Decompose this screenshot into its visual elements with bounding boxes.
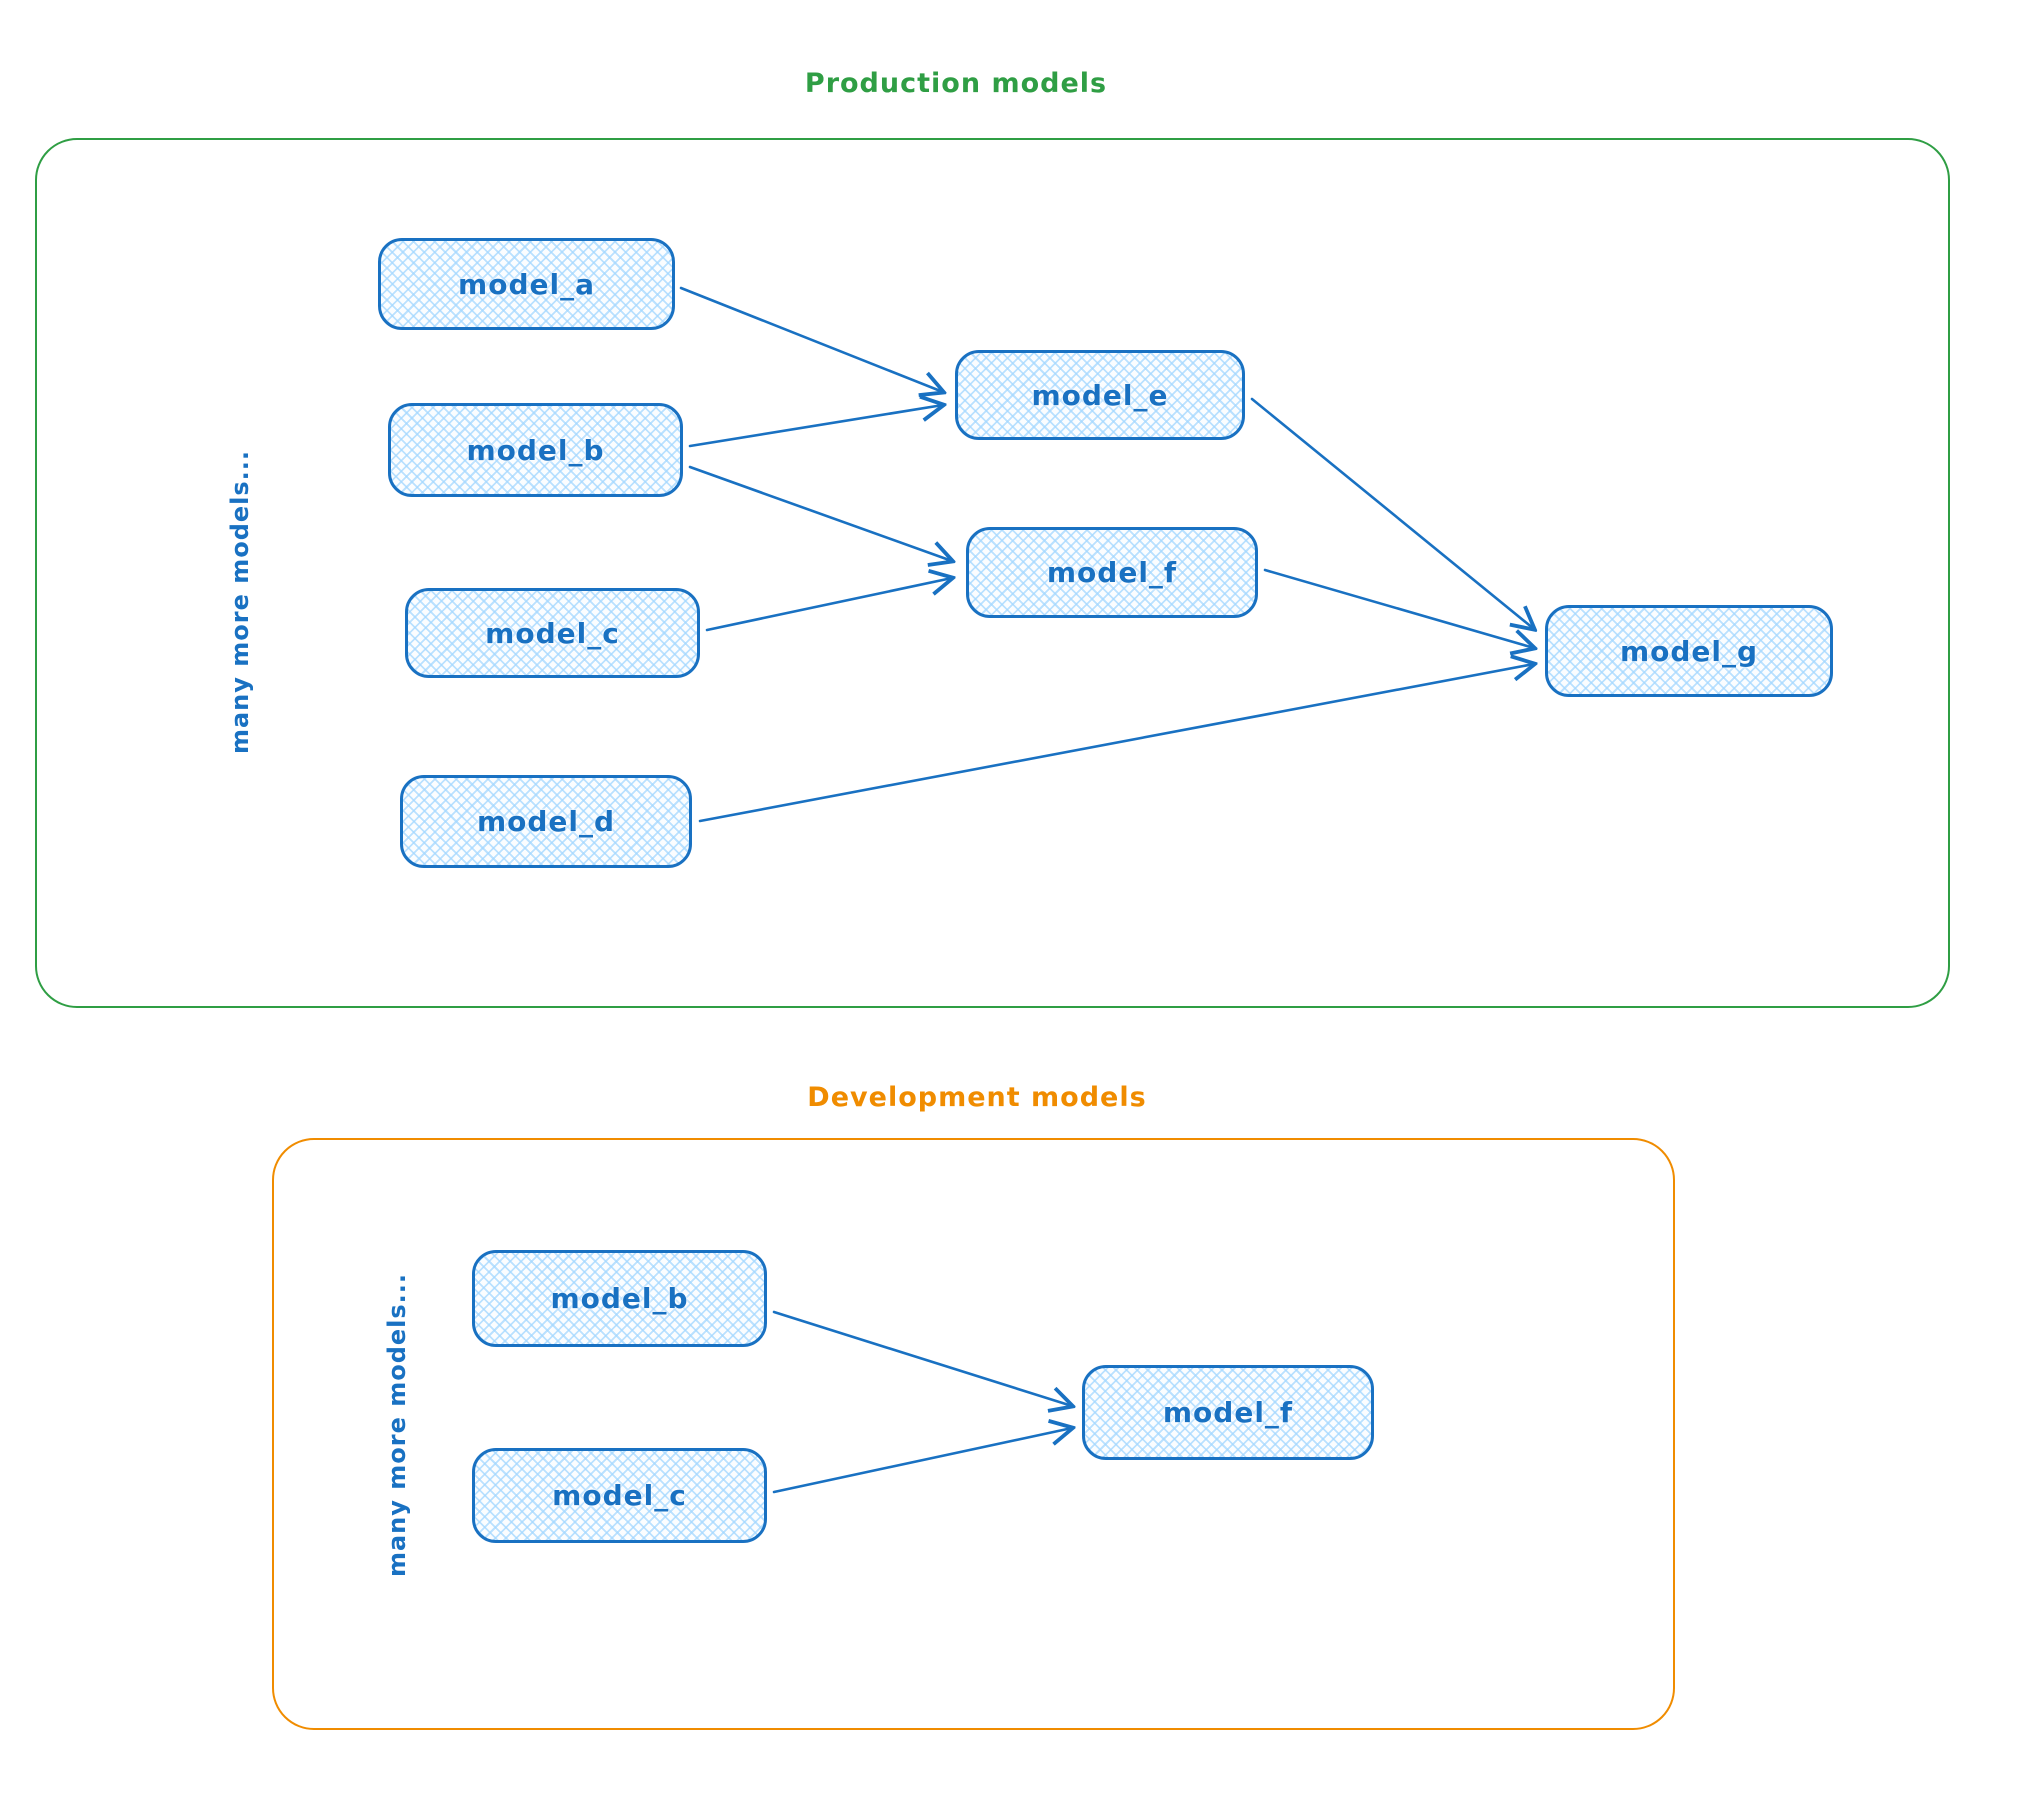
model-node-label: model_a xyxy=(458,267,595,301)
model-node-label: model_f xyxy=(1046,556,1178,589)
model-node-label: model_e xyxy=(1031,378,1169,412)
model-node-model_c[interactable]: model_c xyxy=(405,588,700,678)
model-node-model_c[interactable]: model_c xyxy=(472,1448,767,1543)
model-node-label: model_b xyxy=(466,433,605,467)
development-frame xyxy=(272,1138,1675,1730)
model-node-model_a[interactable]: model_a xyxy=(378,238,675,330)
model-node-label: model_c xyxy=(552,1479,687,1512)
model-node-model_e[interactable]: model_e xyxy=(955,350,1245,440)
production-frame xyxy=(35,138,1950,1008)
development-title: Development models xyxy=(807,1082,1147,1113)
production-side-label: many more models... xyxy=(226,449,254,755)
model-node-model_b[interactable]: model_b xyxy=(388,403,683,497)
model-node-label: model_d xyxy=(476,805,616,838)
model-node-label: model_f xyxy=(1162,1396,1294,1429)
production-title: Production models xyxy=(804,68,1108,99)
model-node-label: model_b xyxy=(550,1282,689,1315)
model-node-model_f[interactable]: model_f xyxy=(1082,1365,1374,1460)
model-node-model_g[interactable]: model_g xyxy=(1545,605,1833,697)
model-node-label: model_c xyxy=(485,616,620,650)
model-node-label: model_g xyxy=(1619,634,1759,668)
development-side-label: many more models... xyxy=(383,1272,411,1578)
model-node-model_b[interactable]: model_b xyxy=(472,1250,767,1347)
model-node-model_f[interactable]: model_f xyxy=(966,527,1258,618)
model-node-model_d[interactable]: model_d xyxy=(400,775,692,868)
